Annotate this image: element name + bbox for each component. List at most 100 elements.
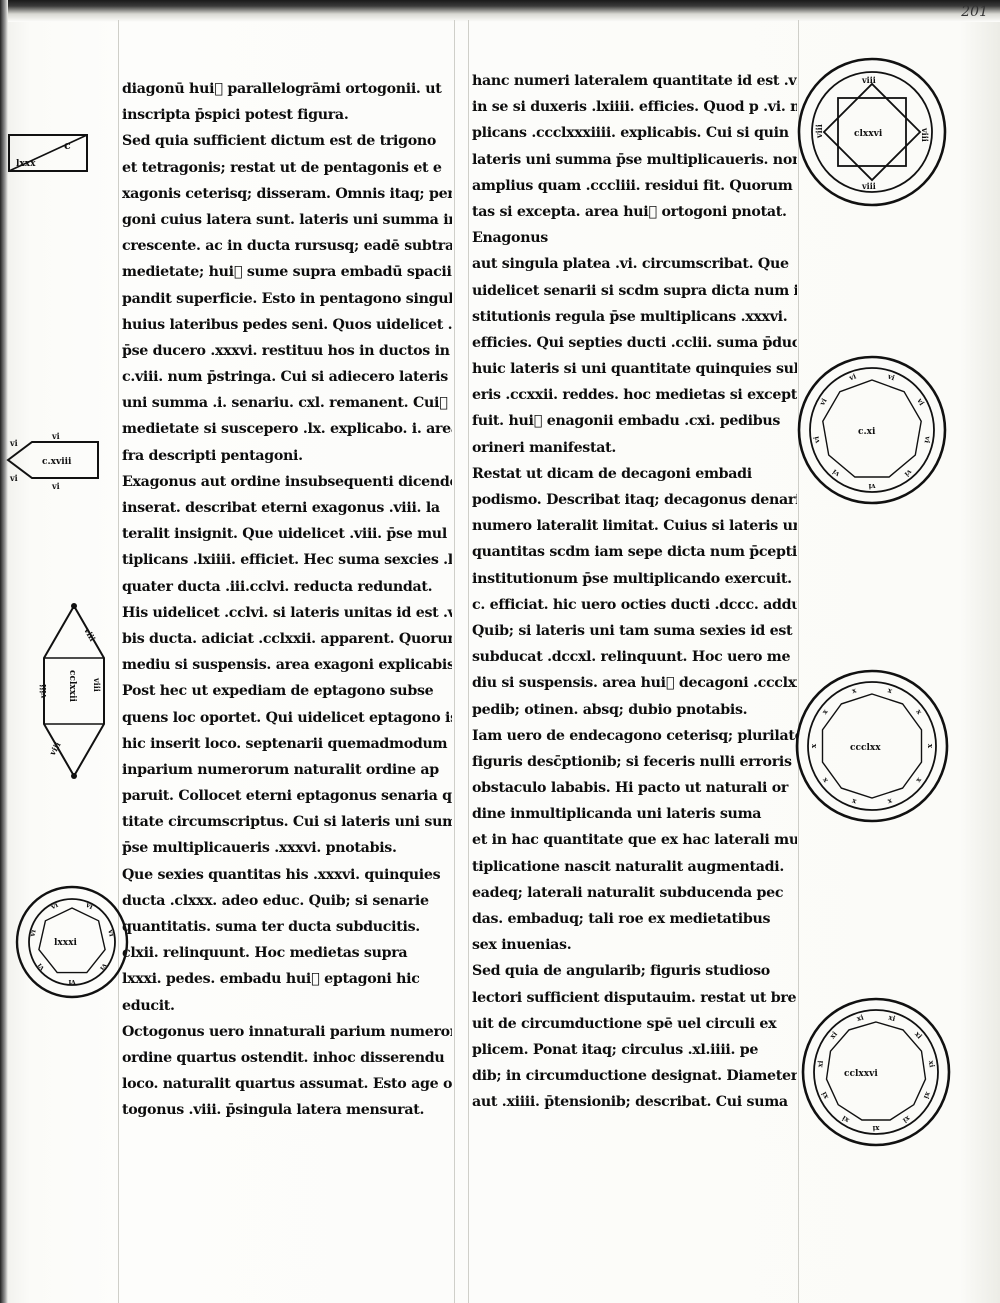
text-line: bis ducta. adiciat .cclxxii. apparent. Q… [122,630,452,647]
enneagon-side-label: vi [868,482,876,491]
decagon-side-label: x [914,707,924,716]
heptagon-side-label: vi [34,962,46,974]
pentagon-side-label: vi [51,431,60,441]
right-text-column: hanc numeri lateralem quantitate id est … [472,68,797,1116]
text-line: quantitas scdm iam sepe dicta num p̄cept… [472,544,797,561]
text-line: orineri manifestat. [472,439,617,456]
text-line: sex inuenias. [472,937,572,954]
octagon-diagram: clxxvi viii viii viii viii [797,57,947,207]
text-line: quantitatis. suma ter ducta subducitis. [122,919,420,935]
text-line: uit de circumductione spē uel circuli ex [472,1015,777,1032]
octagon-side-label: viii [861,75,876,85]
decagon-side-label: x [926,744,935,749]
enneagon-side-label: vi [817,396,829,407]
text-line: Sed quia de angularib; figuris studioso [472,963,770,980]
decagon-side-label: x [914,776,924,785]
ruling-line [118,20,119,1303]
text-line: Sed quia sufficient dictum est de trigon… [122,133,437,150]
text-line: quens loc oportet. Qui uidelicet eptagon… [122,709,452,726]
text-line: c. efficiat. hic uero octies ducti .dccc… [472,596,797,613]
text-line: paruit. Collocet eterni eptagonus senari… [122,788,452,805]
hexagon-side-label: viii [92,677,102,692]
enneagon-side-label: vi [915,396,927,407]
text-line: p̄se ducero .xxxvi. restituu hos in duct… [122,342,450,359]
heptagon-side-label: vi [84,900,95,912]
enneagon-side-label: vi [886,371,897,382]
hexagon-center-label: cclxxii [67,670,77,703]
decagon-side-label: x [819,775,829,784]
text-line: xagonis ceterisq; disseram. Omnis itaq; … [122,185,452,202]
octagon-center-label: clxxvi [854,129,883,139]
text-line: das. embaduq; tali roe ex medietatibus [472,911,771,927]
text-line: eris .ccxxii. reddes. hoc medietas si ex… [472,387,797,404]
text-line: teralit insignit. Que uidelicet .viii. p… [122,526,447,543]
text-line: hic inserit loco. septenarii quemadmodum [122,735,448,752]
text-line: lectori sufficient disputauim. restat ut… [472,989,797,1006]
ruling-line [798,20,799,1303]
text-line: lxxxi. pedes. embadu hui᷒ eptagoni hic [122,971,420,988]
text-line: et tetragonis; restat ut de pentagonis e… [122,159,442,176]
text-line: mediu si suspensis. area exagoni explica… [122,657,452,674]
text-line: medietate; hui᷒ sume supra embadū spacii [122,264,452,281]
text-line: pandit superficie. Esto in pentagono sin… [122,290,452,307]
decagon-side-label: x [850,796,858,806]
hendecagon-center-label: cclxxvi [844,1069,878,1079]
octagon-side-label: viii [861,181,876,191]
rectangle-label-top: c [64,139,71,152]
text-line: et in hac quantitate que ex hac laterali… [472,832,797,849]
enneagon-side-label: vi [923,435,933,445]
hendecagon-side-label: xi [927,1060,937,1068]
text-line: lateris uni summa p̄se multiplicaueris. … [472,151,797,168]
text-line: dine inmultiplicanda uni lateris suma [472,806,762,823]
text-line: ducta .clxxx. adeo educ. Quib; si senari… [122,892,429,909]
enneagon-side-label: vi [847,371,858,382]
folio-number: 201 [961,4,988,20]
text-line: uidelicet senarii si scdm supra dicta nu… [472,282,797,299]
text-line: Octogonus uero innaturali parium numeror… [122,1023,452,1040]
text-line: togonus .viii. p̄singula latera mensurat… [122,1102,425,1119]
hendecagon-side-label: xi [815,1060,825,1068]
hendecagon-side-label: xi [913,1029,924,1040]
page-top-edge [0,0,1000,22]
text-line: in se si duxeris .lxiiii. efficies. Quod… [472,99,797,116]
text-line: numero lateralit limitat. Cuius si later… [472,518,797,535]
text-line: Iam uero de endecagono ceterisq; plurila… [472,727,797,744]
text-line: hanc numeri lateralem quantitate id est … [472,73,797,89]
pentagon-center-label: c.xviii [42,457,72,467]
text-line: fuit. hui᷒ enagonii embadu .cxi. pedibus [472,413,781,430]
decagon-side-label: x [809,743,818,748]
rectangle-label-bottom: lxxx [16,159,36,169]
enneagon-center-label: c.xi [858,427,876,437]
hexagon-side-label: viii [82,625,98,643]
pentagon-diagram: c.xviii vi vi vi vi [6,431,99,491]
pentagon-side-label: vi [9,438,18,448]
text-line: medietate si suscepero .lx. explicabo. i… [122,421,452,438]
text-line: aut singula platea .vi. circumscribat. Q… [472,256,789,273]
hendecagon-side-label: xi [901,1114,912,1125]
text-line: uni summa .i. senariu. cxl. remanent. Cu… [122,395,448,412]
text-line: dib; in circumductione designat. Diamete… [472,1068,797,1085]
text-line: tiplicans .lxiiii. efficiet. Hec suma se… [122,552,452,569]
text-line: huic lateris si uni quantitate quinquies… [472,361,797,378]
page-left-edge [0,0,8,1303]
decagon-side-label: x [851,685,859,695]
heptagon-side-label: vi [98,961,110,973]
text-line: Post hec ut expediam de eptagono subse [122,683,434,700]
enneagon-side-label: vi [811,435,821,445]
text-line: Quib; si lateris uni tam suma sexies id … [472,622,797,639]
text-line: eadeq; laterali naturalit subducenda pec [472,884,784,901]
ruling-line [468,20,469,1303]
text-line: educit. [122,997,175,1014]
hendecagon-side-label: xi [872,1124,879,1133]
text-line: plicem. Ponat itaq; circulus .xl.iiii. p… [472,1041,759,1058]
text-line: clxii. relinquunt. Hoc medietas supra [122,945,408,962]
text-line: huius lateribus pedes seni. Quos uidelic… [122,316,452,333]
text-line: ordine quartus ostendit. inhoc disserend… [122,1049,445,1066]
decagon-side-label: x [886,797,894,807]
text-line: tiplicatione nascit naturalit augmentadi… [472,858,784,875]
rectangle-diagram: c lxxx [8,134,88,172]
octagon-side-label: viii [814,124,824,139]
